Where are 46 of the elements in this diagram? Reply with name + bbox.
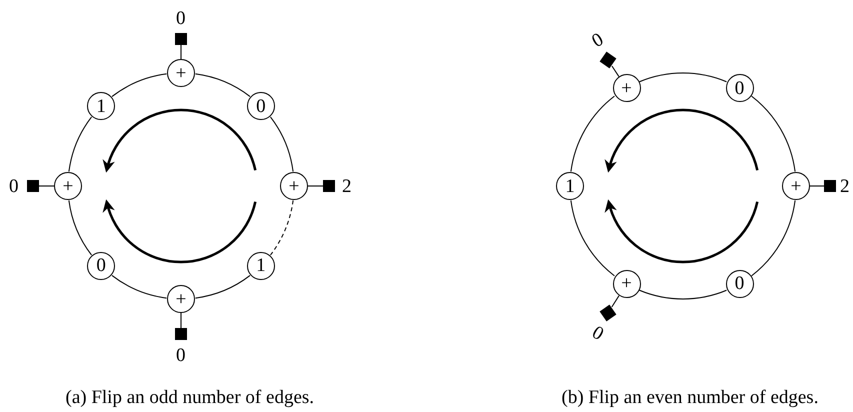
edge-line [611,66,620,77]
circle-node: 0 [726,270,754,298]
square-node [824,180,836,192]
circle-node: + [280,172,308,200]
edge-line [570,200,615,276]
edge-line [751,96,796,172]
square-node [175,328,187,340]
node-label: 0 [9,176,18,196]
edge-line [111,274,168,299]
figure-caption: (b) Flip an even number of edges. [562,388,818,407]
square-node [175,33,187,45]
circle-node: 1 [87,92,116,120]
node-label: 2 [342,176,352,196]
figure-caption: (a) Flip an odd number of edges. [66,388,314,407]
circle-node: + [167,285,195,313]
edge-line [180,44,182,60]
circle-node: 0 [246,92,275,120]
edge-line [194,274,251,299]
edge-line [751,200,796,276]
node-label: 0 [176,346,186,364]
edge-line [68,116,92,172]
edge-line [180,312,182,328]
edge-line [68,200,92,256]
circle-node: + [782,172,810,200]
edge-line [638,290,728,300]
edge-line [111,73,168,98]
edge-line [194,73,251,98]
circle-node: + [612,74,640,102]
edge-line [270,200,294,256]
square-node [27,180,39,192]
edge-line [611,295,620,308]
circle-node: 0 [726,74,754,102]
edge-line [638,72,728,82]
circle-node: 1 [556,172,584,200]
circle-node: 0 [87,252,116,280]
edge-line [570,96,615,172]
circle-node: + [167,59,195,87]
node-label: 2 [840,176,850,196]
square-node [323,180,335,192]
circle-node: + [612,270,640,298]
circle-node: 1 [246,252,275,280]
node-label: 0 [588,29,607,51]
edge-line [270,116,294,172]
node-label: 0 [176,8,186,28]
circle-node: + [54,172,82,200]
node-label: 0 [588,322,607,344]
